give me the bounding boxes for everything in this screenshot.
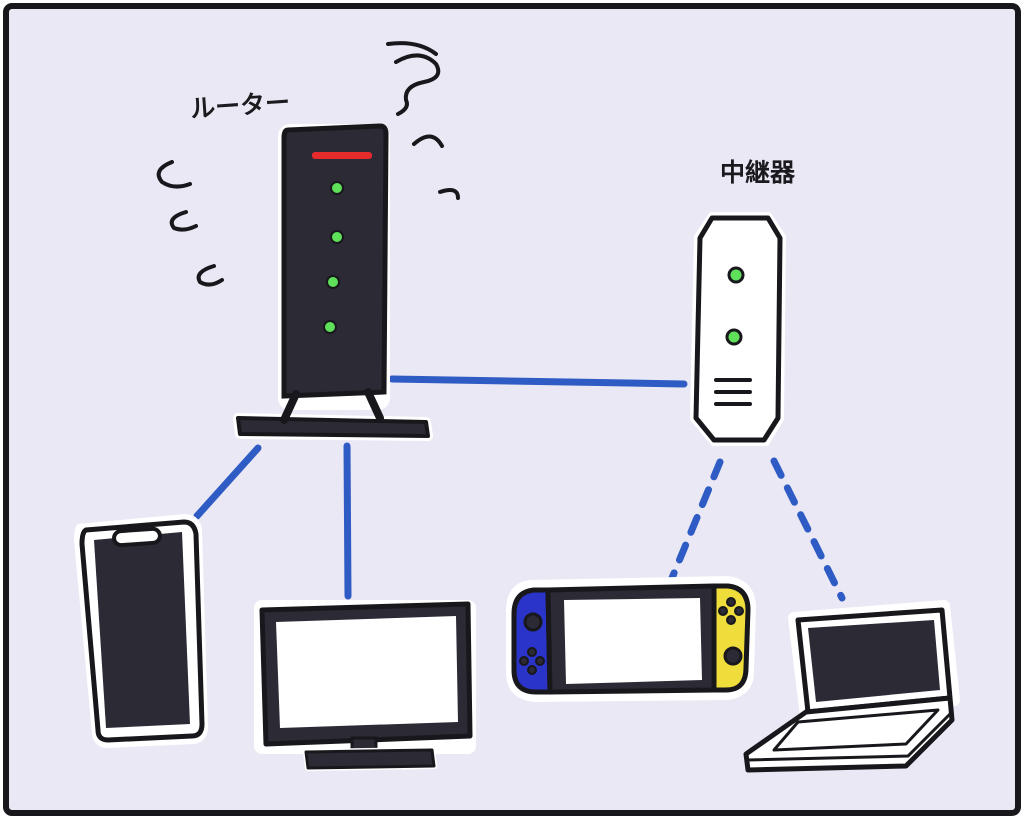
router-status-bar — [312, 152, 372, 159]
router-label: ルーター — [189, 87, 292, 124]
motion-mark-3 — [196, 264, 224, 287]
game-console-screen — [564, 598, 702, 684]
link-router-smartphone — [193, 444, 262, 520]
monitor-screen — [276, 616, 458, 728]
router-body — [281, 123, 389, 399]
joycon-left — [511, 587, 553, 695]
link-router-monitor — [343, 442, 352, 600]
repeater-led-1 — [727, 266, 745, 284]
router-feet — [280, 388, 384, 424]
game-console — [506, 576, 756, 702]
repeater-led-2 — [725, 328, 743, 346]
router-stress-marks — [156, 41, 460, 287]
left-stick — [523, 612, 543, 632]
smartphone — [74, 514, 208, 748]
router-led-3 — [326, 275, 340, 289]
motion-mark-1 — [156, 160, 192, 189]
smartphone-notch — [112, 526, 162, 548]
repeater — [690, 212, 786, 446]
router-led-4 — [323, 320, 337, 334]
router-led-1 — [330, 181, 344, 195]
repeater-vent — [714, 378, 752, 406]
repeater-label: 中継器 — [720, 158, 796, 187]
router-led-2 — [330, 230, 344, 244]
motion-mark-2 — [169, 210, 198, 232]
right-buttons — [718, 597, 744, 625]
smartphone-screen — [94, 532, 190, 728]
laptop-front-edge — [747, 710, 954, 762]
laptop-base — [743, 695, 955, 773]
link-repeater-game-console — [668, 458, 724, 582]
monitor — [254, 600, 476, 771]
right-stick — [723, 646, 743, 666]
link-router-repeater — [388, 375, 688, 388]
connection-lines — [193, 375, 846, 602]
left-dpad — [519, 647, 545, 675]
link-repeater-laptop — [770, 457, 846, 602]
motion-mark-5 — [438, 188, 460, 200]
laptop-screen — [808, 620, 940, 702]
laptop-keyboard — [772, 708, 940, 752]
swirl-mark — [386, 41, 441, 116]
repeater-body — [693, 215, 783, 443]
laptop — [743, 600, 960, 773]
motion-mark-4 — [412, 134, 444, 148]
router — [233, 123, 433, 441]
